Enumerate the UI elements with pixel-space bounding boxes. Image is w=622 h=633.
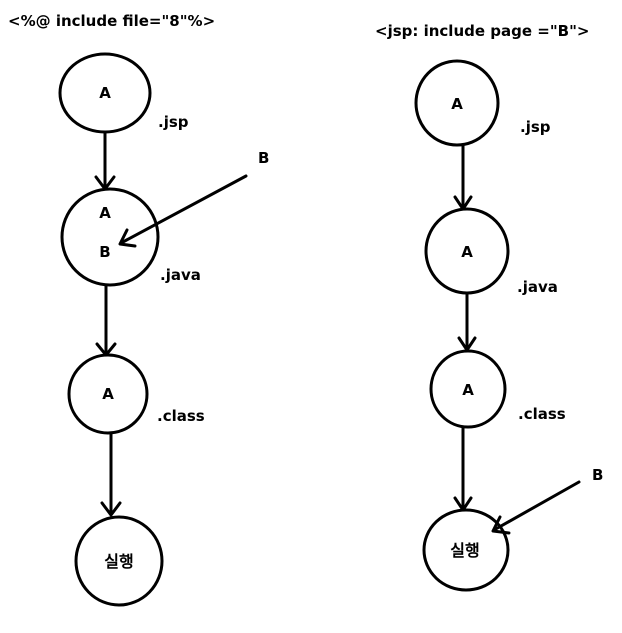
right-inject-label: B bbox=[592, 466, 603, 484]
left-inject-arrowhead bbox=[118, 228, 137, 248]
left-class-node-label: A bbox=[102, 385, 114, 403]
left-run-circle bbox=[74, 515, 164, 607]
left-class-ext-label: .class bbox=[157, 407, 205, 425]
right-java-ext-label: .java bbox=[517, 278, 558, 296]
left-jsp-node-label: A bbox=[99, 84, 111, 102]
left-inject-label: B bbox=[258, 149, 269, 167]
right-diagram-dynamic-include: <jsp: include page ="B"> A .jsp A .java … bbox=[375, 22, 603, 592]
left-title: <%@ include file="8"%> bbox=[8, 12, 215, 30]
right-inject-arrowhead bbox=[491, 515, 511, 535]
left-java-node-top-label: A bbox=[99, 204, 111, 222]
left-arrowhead-class-to-run bbox=[100, 501, 122, 517]
left-class-circle bbox=[67, 353, 149, 435]
left-diagram-static-include: <%@ include file="8"%> A .jsp A B .java … bbox=[8, 12, 269, 607]
right-run-circle bbox=[422, 508, 510, 592]
right-run-node-label: 실행 bbox=[450, 541, 479, 560]
right-jsp-node-label: A bbox=[451, 95, 463, 113]
left-jsp-ext-label: .jsp bbox=[158, 113, 189, 131]
left-java-circle bbox=[60, 187, 160, 287]
right-java-node-label: A bbox=[461, 243, 473, 261]
left-java-ext-label: .java bbox=[160, 266, 201, 284]
right-jsp-circle bbox=[414, 59, 500, 147]
right-jsp-ext-label: .jsp bbox=[520, 118, 551, 136]
left-java-node-bottom-label: B bbox=[99, 243, 110, 261]
right-class-node-label: A bbox=[462, 381, 474, 399]
right-class-ext-label: .class bbox=[518, 405, 566, 423]
left-inject-arrow bbox=[119, 174, 248, 245]
left-run-node-label: 실행 bbox=[104, 552, 133, 571]
right-inject-arrow bbox=[492, 480, 581, 532]
right-class-circle bbox=[429, 349, 507, 429]
right-title: <jsp: include page ="B"> bbox=[375, 22, 589, 40]
